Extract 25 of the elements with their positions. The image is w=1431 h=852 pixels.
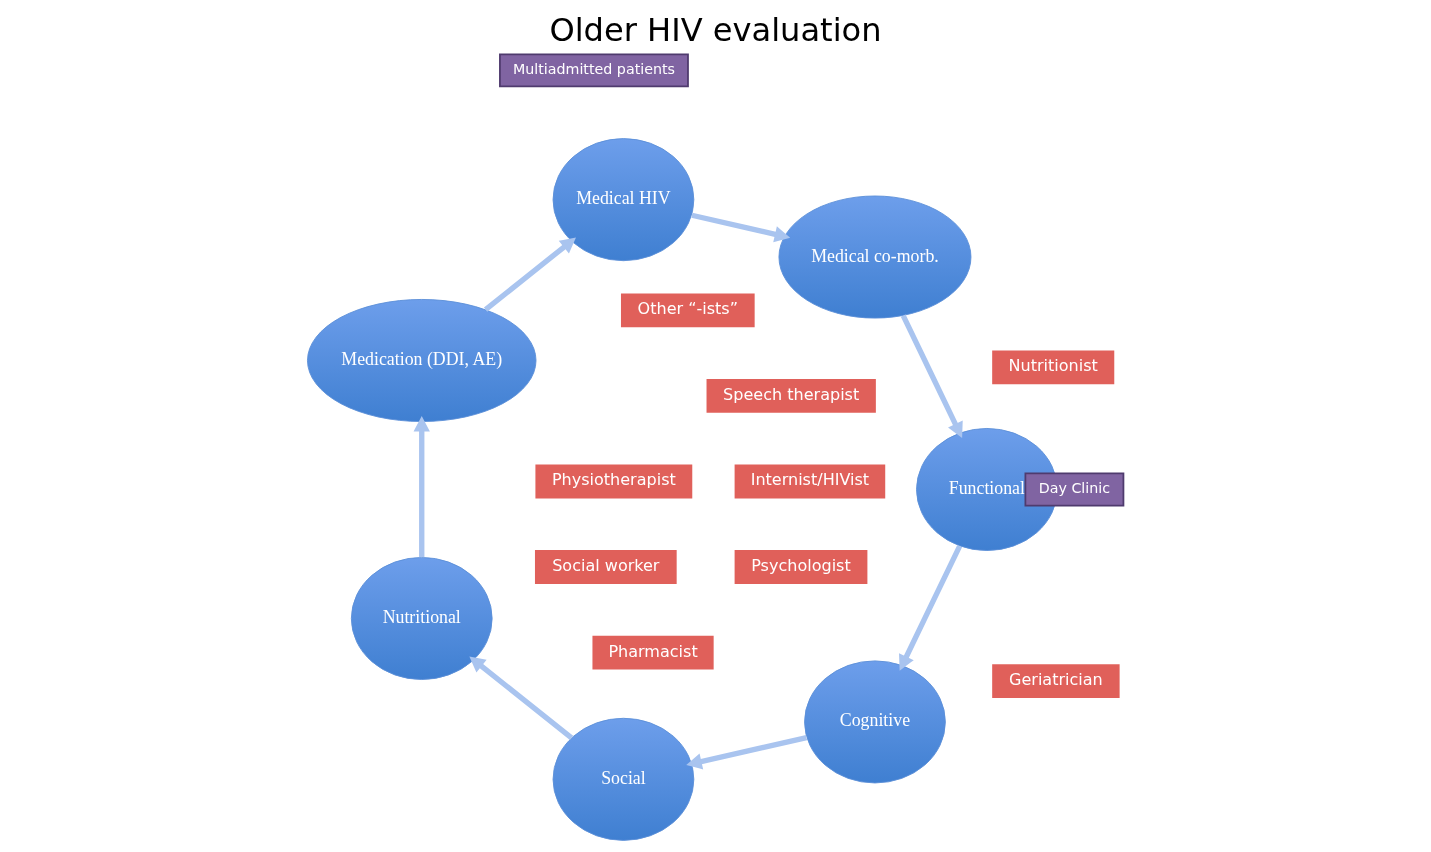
node-ellipse: Medical HIV [552,138,695,262]
label: Pharmacist [608,641,698,661]
label: Psychologist [751,555,851,575]
node-box: Multiadmitted patients [499,53,689,88]
node-ellipse: Cognitive [804,660,946,784]
node-ellipse: Medical co-morb. [778,195,972,319]
label: Geriatrician [1009,670,1103,690]
label: Other “-ists” [637,299,739,319]
arrow [413,415,430,558]
arrow [691,212,791,243]
arrow [686,734,808,770]
arrow [483,237,576,312]
arrow [469,656,574,740]
label: Nutritionist [1008,356,1098,376]
node-ellipse: Medication (DDI, AE) [307,299,537,422]
diagram-title: Older HIV evaluation [549,10,882,49]
node-ellipse: Nutritional [350,557,493,680]
arrow [899,544,963,671]
label: Speech therapist [723,384,860,404]
arrow [900,314,963,439]
label: Social worker [552,555,660,575]
node-ellipse: Social [552,717,695,841]
label: Internist/HIVist [750,470,870,490]
label: Physiotherapist [551,470,676,490]
node-box: Day Clinic [1024,472,1125,507]
